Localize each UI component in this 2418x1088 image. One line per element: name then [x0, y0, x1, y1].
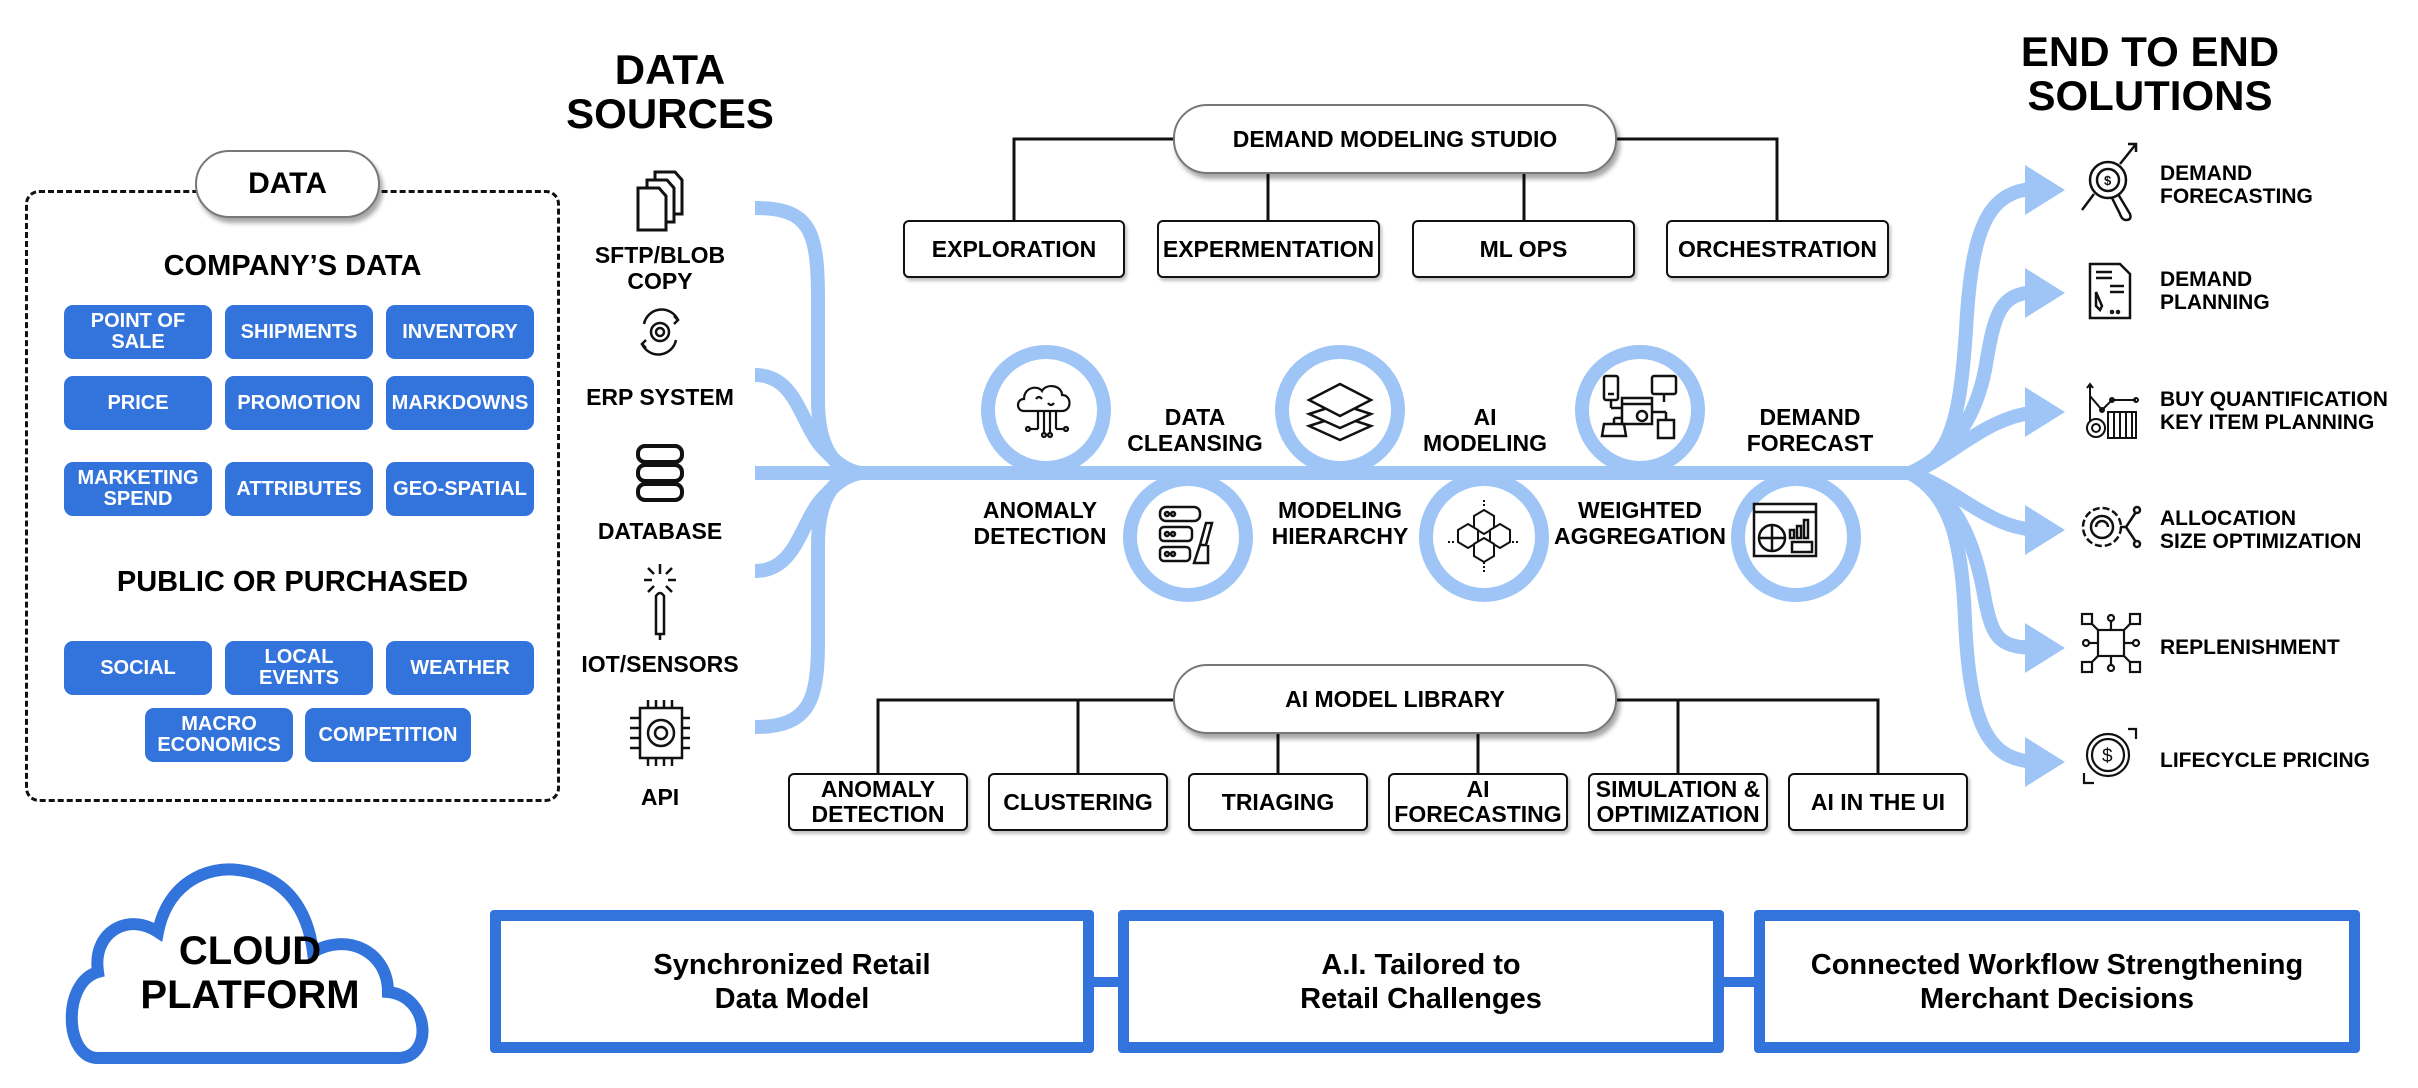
- flow-out-3: [1907, 405, 2041, 480]
- chip-shipments[interactable]: SHIPMENTS: [225, 305, 373, 359]
- chip-social[interactable]: SOCIAL: [64, 641, 212, 695]
- pillar-synchronized-data-model: Synchronized Retail Data Model: [490, 910, 1094, 1053]
- studio-pill[interactable]: DEMAND MODELING STUDIO: [1173, 104, 1617, 174]
- data-pill: DATA: [195, 150, 380, 218]
- studio-expermentation[interactable]: EXPERMENTATION: [1157, 220, 1380, 278]
- chart-gear-icon: [2086, 382, 2139, 439]
- arrowhead-4: [2025, 505, 2065, 555]
- gear-sync-icon: [640, 308, 680, 356]
- library-clustering[interactable]: CLUSTERING: [988, 773, 1168, 831]
- library-pill[interactable]: AI MODEL LIBRARY: [1173, 664, 1617, 734]
- source-sftp-label: SFTP/BLOB COPY: [594, 242, 726, 294]
- library-simulation-optimization[interactable]: SIMULATION & OPTIMIZATION: [1588, 773, 1768, 831]
- loop-anomaly: [981, 345, 1111, 475]
- solution-lifecycle-pricing[interactable]: LIFECYCLE PRICING: [2160, 749, 2371, 772]
- step-weighted-aggregation: WEIGHTED AGGREGATION: [1553, 497, 1727, 549]
- studio-exploration[interactable]: EXPLORATION: [903, 220, 1125, 278]
- svg-text:$: $: [2102, 746, 2113, 767]
- chip-markdowns[interactable]: MARKDOWNS: [386, 376, 534, 430]
- source-database-label: DATABASE: [597, 518, 723, 544]
- studio-ml-ops[interactable]: ML OPS: [1412, 220, 1635, 278]
- chip-gear-icon: [630, 700, 690, 766]
- solution-demand-forecasting[interactable]: DEMAND FORECASTING: [2160, 162, 2313, 208]
- hub-nodes-icon: [2080, 612, 2142, 674]
- svg-text:$: $: [2104, 173, 2112, 188]
- network-devices-icon: [1600, 374, 1678, 440]
- public-data-heading: PUBLIC OR PURCHASED: [116, 566, 469, 598]
- studio-orchestration[interactable]: ORCHESTRATION: [1666, 220, 1889, 278]
- arrowhead-1: [2025, 165, 2065, 215]
- source-erp-label: ERP SYSTEM: [586, 384, 734, 410]
- gear-nodes-icon: [2081, 505, 2142, 549]
- flow-line-erp: [754, 368, 862, 480]
- loop-cleansing: [1123, 472, 1253, 602]
- studio-connector: [1012, 137, 1779, 220]
- layers-icon: [1305, 382, 1375, 442]
- pillar-connected-workflow: Connected Workflow Strengthening Merchan…: [1754, 910, 2360, 1053]
- library-anomaly-detection[interactable]: ANOMALY DETECTION: [788, 773, 968, 831]
- arrowhead-2: [2025, 268, 2065, 318]
- chip-macro-economics[interactable]: MACRO ECONOMICS: [145, 708, 293, 762]
- database-icon: [636, 444, 684, 502]
- chip-point-of-sale[interactable]: POINT OF SALE: [64, 305, 212, 359]
- flow-line-api: [754, 466, 862, 734]
- chip-competition[interactable]: COMPETITION: [305, 708, 471, 762]
- company-data-heading: COMPANY’S DATA: [163, 250, 422, 282]
- source-iot-label: IOT/SENSORS: [581, 651, 739, 677]
- cloud-platform-label: CLOUD PLATFORM: [140, 929, 360, 1017]
- solutions-title: END TO END SOLUTIONS: [2020, 28, 2280, 119]
- sensor-icon: [644, 564, 676, 640]
- cubes-icon: [1448, 500, 1520, 572]
- chip-inventory[interactable]: INVENTORY: [386, 305, 534, 359]
- cloud-brain-icon: [1016, 385, 1071, 439]
- chip-promotion[interactable]: PROMOTION: [225, 376, 373, 430]
- chip-attributes[interactable]: ATTRIBUTES: [225, 462, 373, 516]
- loop-aggregation: [1575, 345, 1705, 475]
- chip-geo-spatial[interactable]: GEO-SPATIAL: [386, 462, 534, 516]
- flow-out-5: [1906, 466, 2041, 655]
- loop-modeling: [1419, 472, 1549, 602]
- coin-dollar-icon: $: [2082, 727, 2138, 785]
- library-ai-forecasting[interactable]: AI FORECASTING: [1388, 773, 1568, 831]
- loop-forecast: [1731, 472, 1861, 602]
- chip-local-events[interactable]: LOCAL EVENTS: [225, 641, 373, 695]
- solution-allocation[interactable]: ALLOCATION SIZE OPTIMIZATION: [2160, 507, 2362, 553]
- cloud-platform-icon: [65, 863, 429, 1064]
- library-connector: [876, 698, 1880, 773]
- arrowhead-6: [2025, 737, 2065, 787]
- dashboard-chart-icon: [1752, 502, 1818, 558]
- arrowhead-5: [2025, 623, 2065, 673]
- data-sources-title: DATA SOURCES: [566, 46, 774, 137]
- loop-hierarchy: [1275, 345, 1405, 475]
- chip-marketing-spend[interactable]: MARKETING SPEND: [64, 462, 212, 516]
- magnifier-dollar-icon: $: [2081, 142, 2138, 222]
- library-triaging[interactable]: TRIAGING: [1188, 773, 1368, 831]
- chip-weather[interactable]: WEATHER: [386, 641, 534, 695]
- document-pen-icon: [2088, 262, 2132, 320]
- flow-out-2: [1906, 285, 2041, 480]
- pillar-ai-tailored: A.I. Tailored to Retail Challenges: [1118, 910, 1724, 1053]
- step-data-cleansing: DATA CLEANSING: [1127, 404, 1263, 456]
- server-brush-icon: [1158, 505, 1214, 565]
- solution-replenishment[interactable]: REPLENISHMENT: [2160, 636, 2340, 659]
- step-anomaly-detection: ANOMALY DETECTION: [973, 497, 1107, 549]
- arrowhead-3: [2025, 387, 2065, 437]
- flow-out-6: [1906, 466, 2041, 769]
- step-demand-forecast: DEMAND FORECAST: [1746, 404, 1874, 456]
- solution-buy-quantification[interactable]: BUY QUANTIFICATION KEY ITEM PLANNING: [2160, 388, 2388, 434]
- flow-line-iot: [754, 466, 862, 578]
- library-ai-in-the-ui[interactable]: AI IN THE UI: [1788, 773, 1968, 831]
- source-api-label: API: [640, 784, 680, 810]
- documents-icon: [636, 170, 684, 232]
- step-ai-modeling: AI MODELING: [1423, 404, 1547, 456]
- chip-price[interactable]: PRICE: [64, 376, 212, 430]
- solution-demand-planning[interactable]: DEMAND PLANNING: [2160, 268, 2270, 314]
- step-modeling-hierarchy: MODELING HIERARCHY: [1271, 497, 1409, 549]
